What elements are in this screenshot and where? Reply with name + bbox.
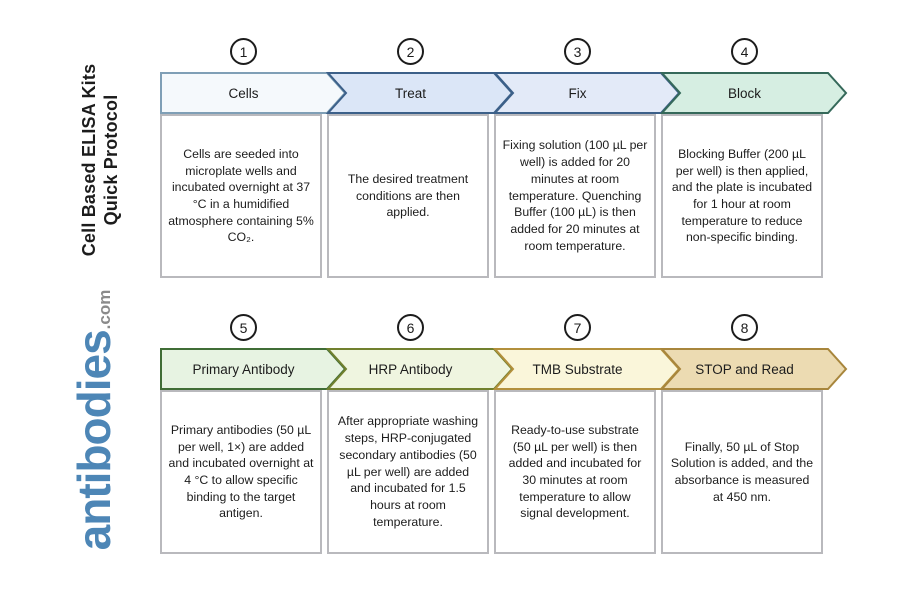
step-label: STOP and Read	[695, 361, 794, 377]
page-title: Cell Based ELISA Kits Quick Protocol	[78, 40, 122, 280]
logo-suffix: .com	[95, 289, 114, 330]
step-number-badge: 1	[230, 38, 257, 65]
arrow-chevron-shape	[659, 72, 848, 114]
step-arrow-banner: STOP and Read	[659, 348, 848, 390]
step-description: Primary antibodies (50 µL per well, 1×) …	[168, 422, 314, 521]
step-description-box: After appropriate washing steps, HRP-con…	[327, 390, 489, 554]
step-number-badge: 8	[731, 314, 758, 341]
step-description: Finally, 50 µL of Stop Solution is added…	[670, 439, 814, 504]
arrow-polygon	[659, 348, 848, 390]
arrow-chevron-shape	[659, 348, 848, 390]
step-number-badge: 7	[564, 314, 591, 341]
step-description-box: The desired treatment conditions are the…	[327, 114, 489, 278]
step-label: Fix	[568, 85, 587, 101]
page-title-line1: Cell Based ELISA Kits	[79, 63, 99, 257]
step-label: Treat	[394, 85, 426, 101]
protocol-step: 2 Treat The desired treatment conditions…	[325, 38, 514, 278]
antibodies-logo: antibodies .com	[67, 275, 127, 565]
step-number: 8	[740, 319, 749, 336]
step-number: 6	[406, 319, 415, 336]
step-number: 5	[239, 319, 248, 336]
step-number-badge: 3	[564, 38, 591, 65]
step-number: 2	[406, 43, 415, 60]
protocol-step: 1 Cells Cells are seeded into microplate…	[160, 38, 347, 278]
step-number: 3	[573, 43, 582, 60]
page-title-line2: Quick Protocol	[101, 94, 121, 226]
step-label: HRP Antibody	[368, 361, 453, 377]
step-description: Blocking Buffer (200 µL per well) is the…	[671, 146, 813, 245]
step-label: Block	[727, 85, 761, 101]
step-label: TMB Substrate	[532, 361, 623, 377]
step-number-badge: 6	[397, 314, 424, 341]
step-description-box: Fixing solution (100 µL per well) is add…	[494, 114, 656, 278]
step-description: Fixing solution (100 µL per well) is add…	[502, 138, 648, 253]
step-arrow-banner: TMB Substrate	[492, 348, 681, 390]
step-label: Cells	[228, 85, 259, 101]
step-number: 1	[239, 43, 248, 60]
step-number-badge: 4	[731, 38, 758, 65]
step-arrow-banner: Fix	[492, 72, 681, 114]
step-number: 7	[573, 319, 582, 336]
step-arrow-banner: Block	[659, 72, 848, 114]
step-description: The desired treatment conditions are the…	[347, 171, 469, 220]
step-description-box: Cells are seeded into microplate wells a…	[160, 114, 322, 278]
protocol-step: 5 Primary Antibody Primary antibodies (5…	[160, 314, 347, 554]
step-arrow-banner: Cells	[160, 72, 347, 114]
step-number: 4	[740, 43, 749, 60]
step-arrow-banner: Primary Antibody	[160, 348, 347, 390]
protocol-step: 7 TMB Substrate Ready-to-use substrate (…	[492, 314, 681, 554]
protocol-step: 6 HRP Antibody After appropriate washing…	[325, 314, 514, 554]
step-description: Ready-to-use substrate (50 µL per well) …	[508, 422, 642, 521]
step-arrow-banner: Treat	[325, 72, 514, 114]
logo-text: antibodies	[68, 330, 120, 551]
protocol-row-bottom: 5 Primary Antibody Primary antibodies (5…	[160, 314, 848, 554]
protocol-step: 4 Block Blocking Buffer (200 µL per well…	[659, 38, 848, 278]
step-description-box: Blocking Buffer (200 µL per well) is the…	[661, 114, 823, 278]
step-label: Primary Antibody	[192, 361, 295, 377]
step-description-box: Finally, 50 µL of Stop Solution is added…	[661, 390, 823, 554]
step-description: Cells are seeded into microplate wells a…	[168, 146, 314, 245]
protocol-row-top: 1 Cells Cells are seeded into microplate…	[160, 38, 848, 278]
step-description-box: Primary antibodies (50 µL per well, 1×) …	[160, 390, 322, 554]
protocol-step: 3 Fix Fixing solution (100 µL per well) …	[492, 38, 681, 278]
protocol-step: 8 STOP and Read Finally, 50 µL of Stop S…	[659, 314, 848, 554]
step-number-badge: 2	[397, 38, 424, 65]
step-description: After appropriate washing steps, HRP-con…	[337, 414, 479, 529]
arrow-polygon	[659, 72, 848, 114]
step-number-badge: 5	[230, 314, 257, 341]
step-arrow-banner: HRP Antibody	[325, 348, 514, 390]
step-description-box: Ready-to-use substrate (50 µL per well) …	[494, 390, 656, 554]
